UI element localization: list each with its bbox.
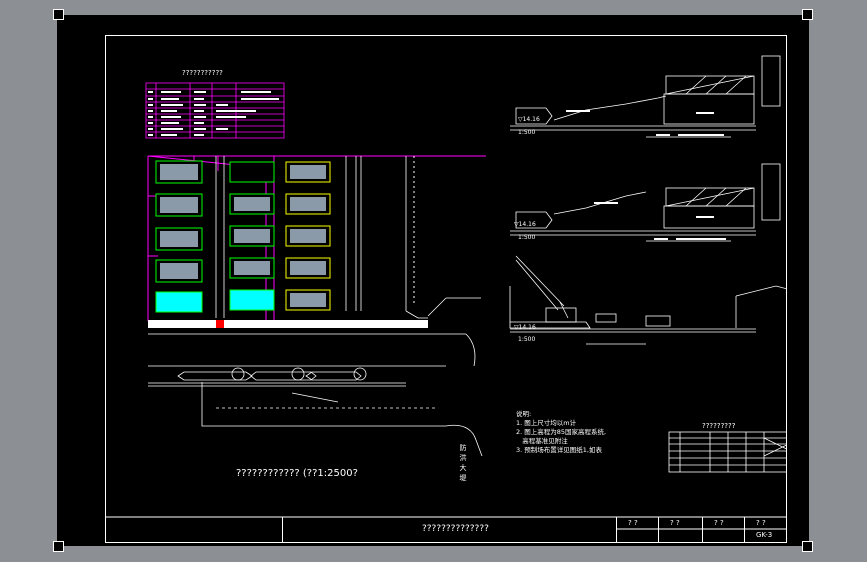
title-block-project-name: ?????????????? — [422, 524, 489, 534]
title-block-divider — [282, 517, 283, 542]
title-block-cell: ? ? — [756, 519, 766, 527]
cad-viewport[interactable]: ??????????? ▽14.16 1:500 ▽14.16 1:500 ▽1… — [53, 9, 813, 552]
note-line: 3. 预制场布置详见图纸1,如表 — [516, 446, 602, 454]
viewport-corner-handle[interactable] — [802, 9, 813, 20]
elevation-1 — [510, 55, 781, 138]
plan-title: ???????????? (??1:2500? — [236, 468, 358, 479]
elevation-label-2: ▽14.16 — [514, 221, 536, 228]
wharf-deck — [148, 297, 481, 367]
elevation-2 — [510, 163, 781, 242]
note-line: 2. 图上高程为85国家高程系统, — [516, 428, 607, 436]
title-block-cell: ? ? — [714, 519, 724, 527]
notes-heading: 说明: — [516, 410, 532, 418]
title-block-cell: ? ? — [628, 519, 638, 527]
drawing-frame: ??????????? ▽14.16 1:500 ▽14.16 1:500 ▽1… — [105, 35, 787, 543]
table-bottom-title: ????????? — [702, 422, 736, 430]
title-block-divider — [616, 517, 617, 542]
scale-label-1: 1:500 — [518, 129, 536, 136]
viewport-corner-handle[interactable] — [53, 9, 64, 20]
note-line: 高程基准见附注 — [516, 437, 568, 445]
elevation-3 — [509, 255, 786, 345]
note-line: 1. 图上尺寸均以m计 — [516, 419, 577, 427]
table-top-title: ??????????? — [182, 69, 223, 77]
title-block-divider — [658, 517, 659, 542]
title-block-sheet-no: GK-3 — [756, 531, 773, 539]
elevation-label-3: ▽14.16 — [514, 324, 536, 331]
barges — [148, 365, 446, 387]
viewport-corner-handle[interactable] — [53, 541, 64, 552]
drawing-linework — [106, 55, 786, 530]
bottom-table — [668, 431, 786, 473]
notes-block: 说明: 1. 图上尺寸均以m计 2. 图上高程为85国家高程系统, 高程基准见附… — [516, 410, 606, 455]
elevation-label-1: ▽14.16 — [518, 116, 540, 123]
scale-label-2: 1:500 — [518, 234, 536, 241]
title-block-divider — [744, 517, 745, 542]
river-label: 防洪大堤 — [459, 444, 467, 484]
scale-label-3: 1:500 — [518, 336, 536, 343]
title-block-divider — [702, 517, 703, 542]
title-block-cell: ? ? — [670, 519, 680, 527]
viewport-corner-handle[interactable] — [802, 541, 813, 552]
